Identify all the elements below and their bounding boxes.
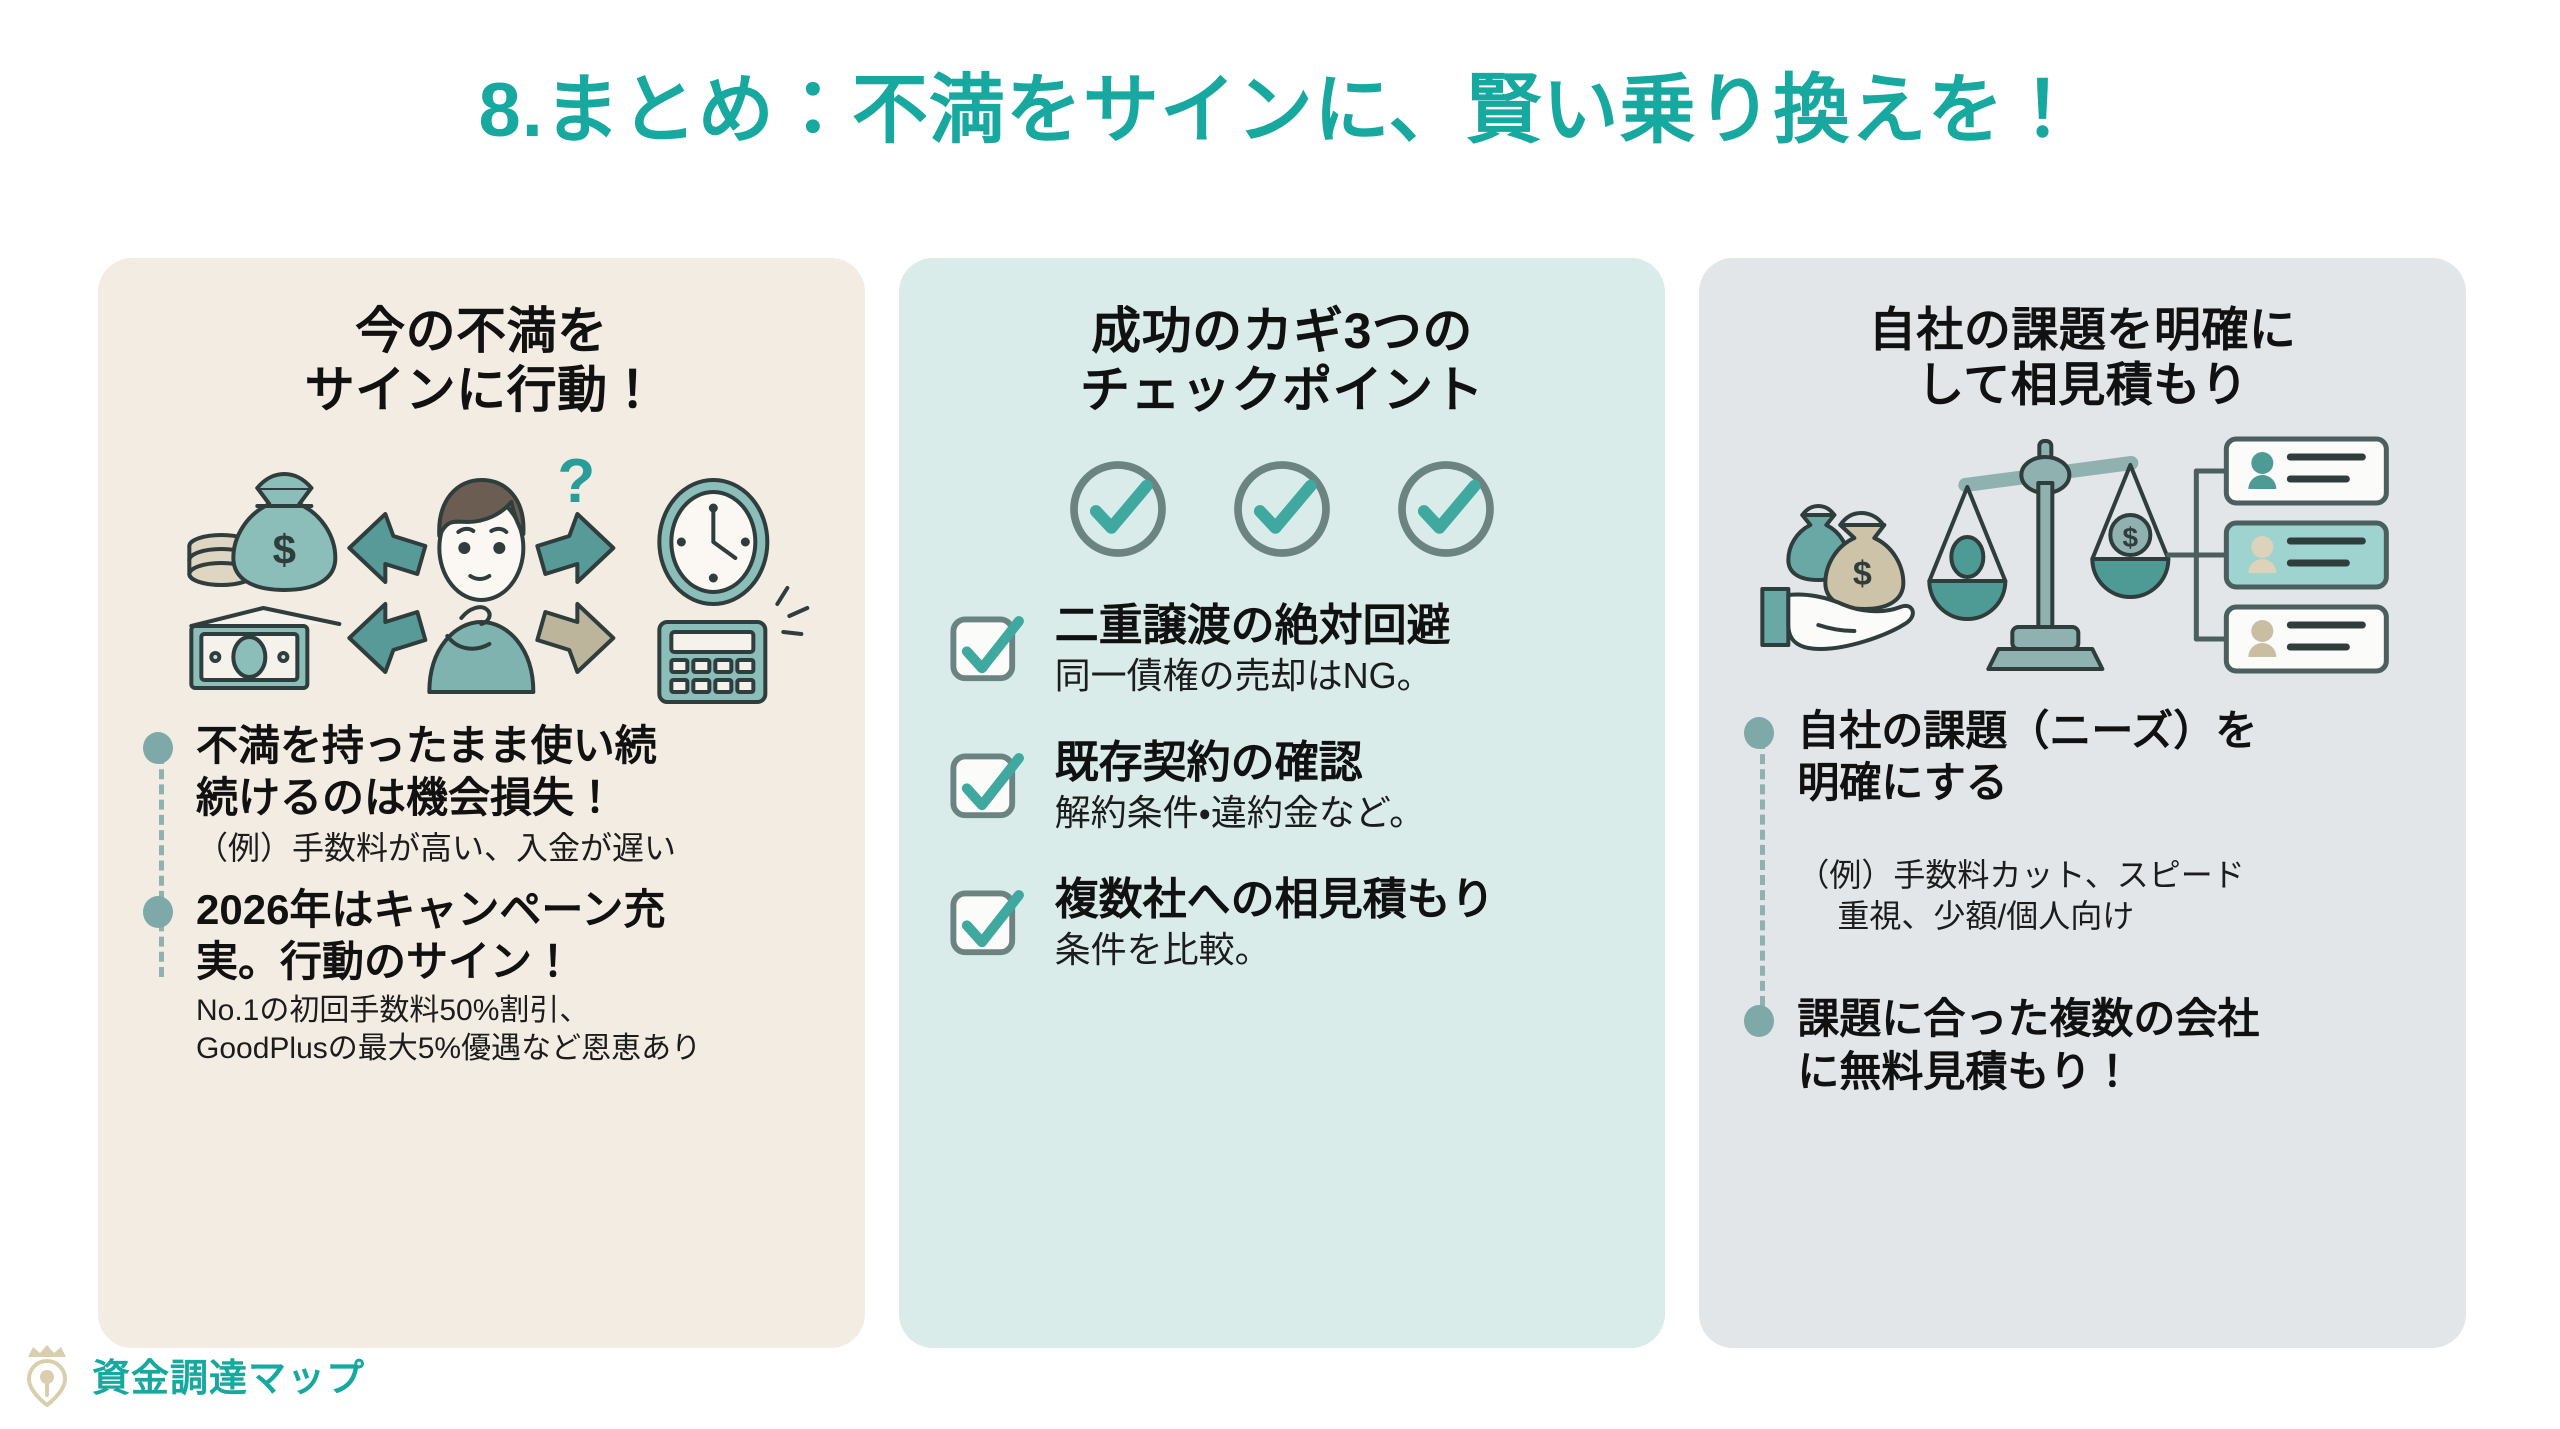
svg-text:$: $ <box>1853 555 1872 593</box>
check-main-text: 既存契約の確認 <box>1054 738 1363 788</box>
checkbox-checked-icon <box>950 890 1024 956</box>
bullet-sub-line-2: 重視、少額/個人向け <box>1837 898 2135 935</box>
clock-icon <box>657 478 770 606</box>
question-mark-icon: ? <box>557 447 595 516</box>
check-sub-text: 解約条件・違約金など。 <box>1054 792 1426 834</box>
svg-text:$: $ <box>273 526 296 573</box>
profile-card-icon <box>2224 520 2390 590</box>
check-sub-text: 同一債権の売却はNG。 <box>1054 655 1433 697</box>
card-title: 自社の課題を明確に して相見積もり <box>1868 303 2297 412</box>
money-bag-icon: $ <box>1823 510 1906 611</box>
crowned-map-pin-icon <box>26 1345 68 1407</box>
list-item: 2026年はキャンペーン充 実。行動のサイン！ No.1の初回手数料50%割引、… <box>143 884 825 1069</box>
card-title: 今の不満を サインに行動！ <box>304 303 659 418</box>
bullet-main-text: 自社の課題（ニーズ）を 明確にする <box>1797 706 2258 806</box>
thinking-person-illustration: $ <box>138 436 825 706</box>
money-bag-icon: $ <box>231 472 338 592</box>
bullet-main-text: 課題に合った複数の会社 に無料見積もり！ <box>1797 995 2260 1095</box>
page-title: 8.まとめ：不満をサインに、賢い乗り換えを！ <box>478 68 2082 153</box>
check-main-text: 二重譲渡の絶対回避 <box>1054 601 1451 650</box>
bullet-sub-text: （例）手数料が高い、入金が遅い <box>196 830 677 867</box>
check-circle-icon <box>1398 461 1494 557</box>
list-item: 自社の課題（ニーズ）を 明確にする （例）手数料カット、スピード 重視、少額/個… <box>1744 705 2426 980</box>
bullet-dot-icon <box>1744 1005 1775 1038</box>
arrow-down-left-icon <box>347 602 428 674</box>
bullet-dot-icon <box>143 732 173 764</box>
list-item: 課題に合った複数の会社 に無料見積もり！ <box>1744 993 2426 1097</box>
profile-card-icon <box>2224 436 2390 506</box>
list-item: 既存契約の確認 解約条件・違約金など。 <box>945 737 1622 834</box>
bullet-list: 自社の課題（ニーズ）を 明確にする （例）手数料カット、スピード 重視、少額/個… <box>1739 705 2426 1098</box>
scale-comparison-illustration: $ <box>1739 429 2426 691</box>
check-sub-text: 条件を比較。 <box>1054 929 1271 971</box>
bullet-list: 不満を持ったまま使い続 続けるのは機会損失！ （例）手数料が高い、入金が遅い 2… <box>138 720 825 1069</box>
svg-text:?: ? <box>557 447 595 516</box>
checkbox-checked-icon <box>950 616 1024 682</box>
check-circle-icon <box>1234 461 1330 557</box>
bullet-sub-text: （例）手数料カット、スピード 重視、少額/個人向け <box>1797 813 2426 979</box>
bullet-main-text: 2026年はキャンペーン充 実。行動のサイン！ <box>196 885 666 985</box>
profile-card-icon <box>2224 604 2390 674</box>
arrow-up-left-icon <box>347 512 428 584</box>
hand-icon <box>1760 586 1916 651</box>
cards-row: 今の不満を サインに行動！ <box>98 258 2467 1348</box>
list-item: 不満を持ったまま使い続 続けるのは機会損失！ （例）手数料が高い、入金が遅い <box>143 720 825 870</box>
thinking-person-icon <box>427 478 536 694</box>
checkbox-checked-icon <box>950 753 1024 819</box>
bullet-sub-line-1: （例）手数料カット、スピード <box>1797 856 2245 893</box>
card-clarify-needs: 自社の課題を明確に して相見積もり $ <box>1699 258 2467 1348</box>
three-check-circles-illustration <box>939 454 1626 564</box>
dashed-connector <box>1760 738 1766 1006</box>
check-circle-icon <box>1070 461 1166 557</box>
svg-text:$: $ <box>2123 522 2139 553</box>
banknote-icon <box>189 606 342 690</box>
connector-lines <box>2166 468 2230 642</box>
check-main-text: 複数社への相見積もり <box>1054 875 1495 925</box>
bullet-sub-text: No.1の初回手数料50%割引、 GoodPlusの最大5%優遇など恩恵あり <box>196 993 702 1066</box>
arrow-up-right-icon <box>535 512 616 584</box>
bullet-dot-icon <box>1744 716 1775 749</box>
brand-logo: 資金調達マップ <box>16 1341 365 1407</box>
checkpoint-list: 二重譲渡の絶対回避 同一債権の売却はNG。 既存契約の確認 解約条件・違約金など… <box>939 600 1626 972</box>
list-item: 二重譲渡の絶対回避 同一債権の売却はNG。 <box>945 600 1622 697</box>
card-current-dissatisfaction: 今の不満を サインに行動！ <box>98 258 865 1348</box>
brand-name: 資金調達マップ <box>92 1357 366 1400</box>
balance-scale-icon: $ <box>1927 438 2171 671</box>
card-success-keys: 成功のカギ3つの チェックポイント 二重譲 <box>898 258 1666 1348</box>
arrow-down-right-icon <box>535 602 616 674</box>
calculator-icon <box>657 586 810 704</box>
dashed-connector <box>159 754 164 977</box>
bullet-dot-icon <box>143 895 173 928</box>
list-item: 複数社への相見積もり 条件を比較。 <box>945 874 1622 971</box>
bullet-main-text: 不満を持ったまま使い続 続けるのは機会損失！ <box>196 722 657 822</box>
card-title: 成功のカギ3つの チェックポイント <box>1080 303 1484 418</box>
